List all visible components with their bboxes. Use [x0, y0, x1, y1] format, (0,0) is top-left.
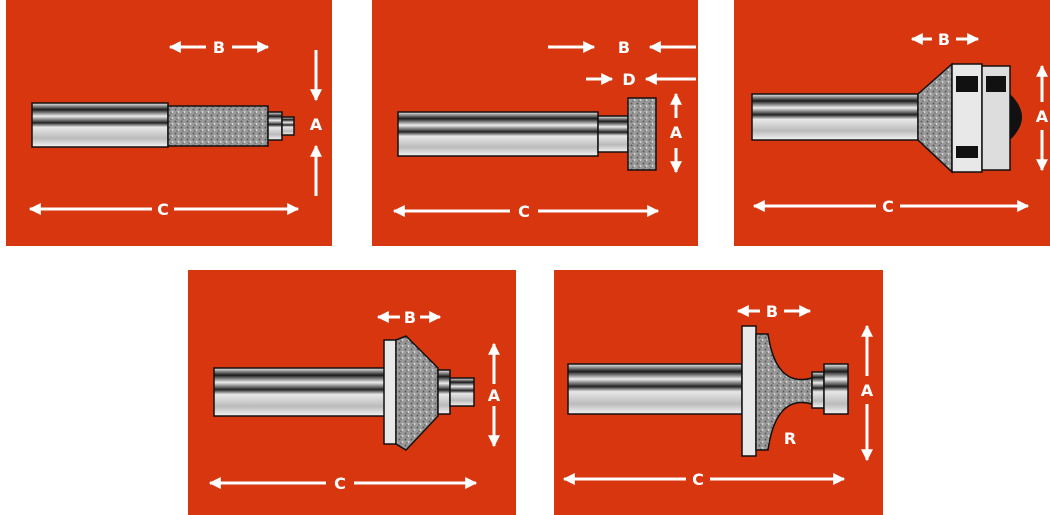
cutter-head [627, 97, 657, 171]
label-b: B [766, 302, 778, 321]
straight-bit-diagram: B A C [6, 0, 332, 246]
shank [567, 363, 743, 415]
cutter-flute [956, 76, 978, 92]
panel-straight-bit: B A C [6, 0, 332, 246]
label-b: B [618, 38, 630, 57]
cutter-flute [956, 146, 978, 158]
label-c: C [334, 474, 346, 493]
panel-rabbet-bit: B D A C [372, 0, 698, 246]
cutter-disc [741, 325, 757, 457]
panel-cove-bit: B A R C [554, 270, 883, 515]
chamfer-bit-diagram: B A C [188, 270, 516, 515]
bearing [597, 115, 629, 153]
label-b: B [938, 30, 950, 49]
cutter-disc [383, 339, 397, 445]
cove-bit-diagram: B A R C [554, 270, 883, 515]
label-a: A [670, 123, 683, 142]
bearing [267, 111, 283, 141]
panel-chamfer-bit: B A C [188, 270, 516, 515]
roundover-bit-diagram: B A C [734, 0, 1050, 246]
label-a: A [488, 386, 501, 405]
cutter-profile [395, 335, 439, 451]
bearing-screw [449, 377, 475, 407]
shank [397, 111, 599, 157]
rabbet-bit-diagram: B D A C [372, 0, 698, 246]
label-b: B [404, 308, 416, 327]
panel-roundover-bit: B A C [734, 0, 1050, 246]
label-a: A [861, 381, 874, 400]
bearing-ring [986, 76, 1006, 92]
shank [213, 367, 387, 417]
label-d: D [622, 70, 635, 89]
label-r: R [784, 429, 796, 448]
label-a: A [310, 115, 323, 134]
bearing-screw [823, 363, 849, 415]
label-c: C [692, 470, 704, 489]
shank [31, 102, 169, 148]
bearing [437, 369, 451, 415]
label-c: C [157, 200, 169, 219]
bearing [811, 371, 825, 409]
label-c: C [882, 197, 894, 216]
shank [751, 93, 919, 141]
bearing-screw [281, 116, 295, 136]
label-c: C [518, 202, 530, 221]
label-b: B [213, 38, 225, 57]
bearing-cap [1010, 94, 1022, 140]
cutter-body [167, 105, 269, 147]
label-a: A [1036, 107, 1049, 126]
